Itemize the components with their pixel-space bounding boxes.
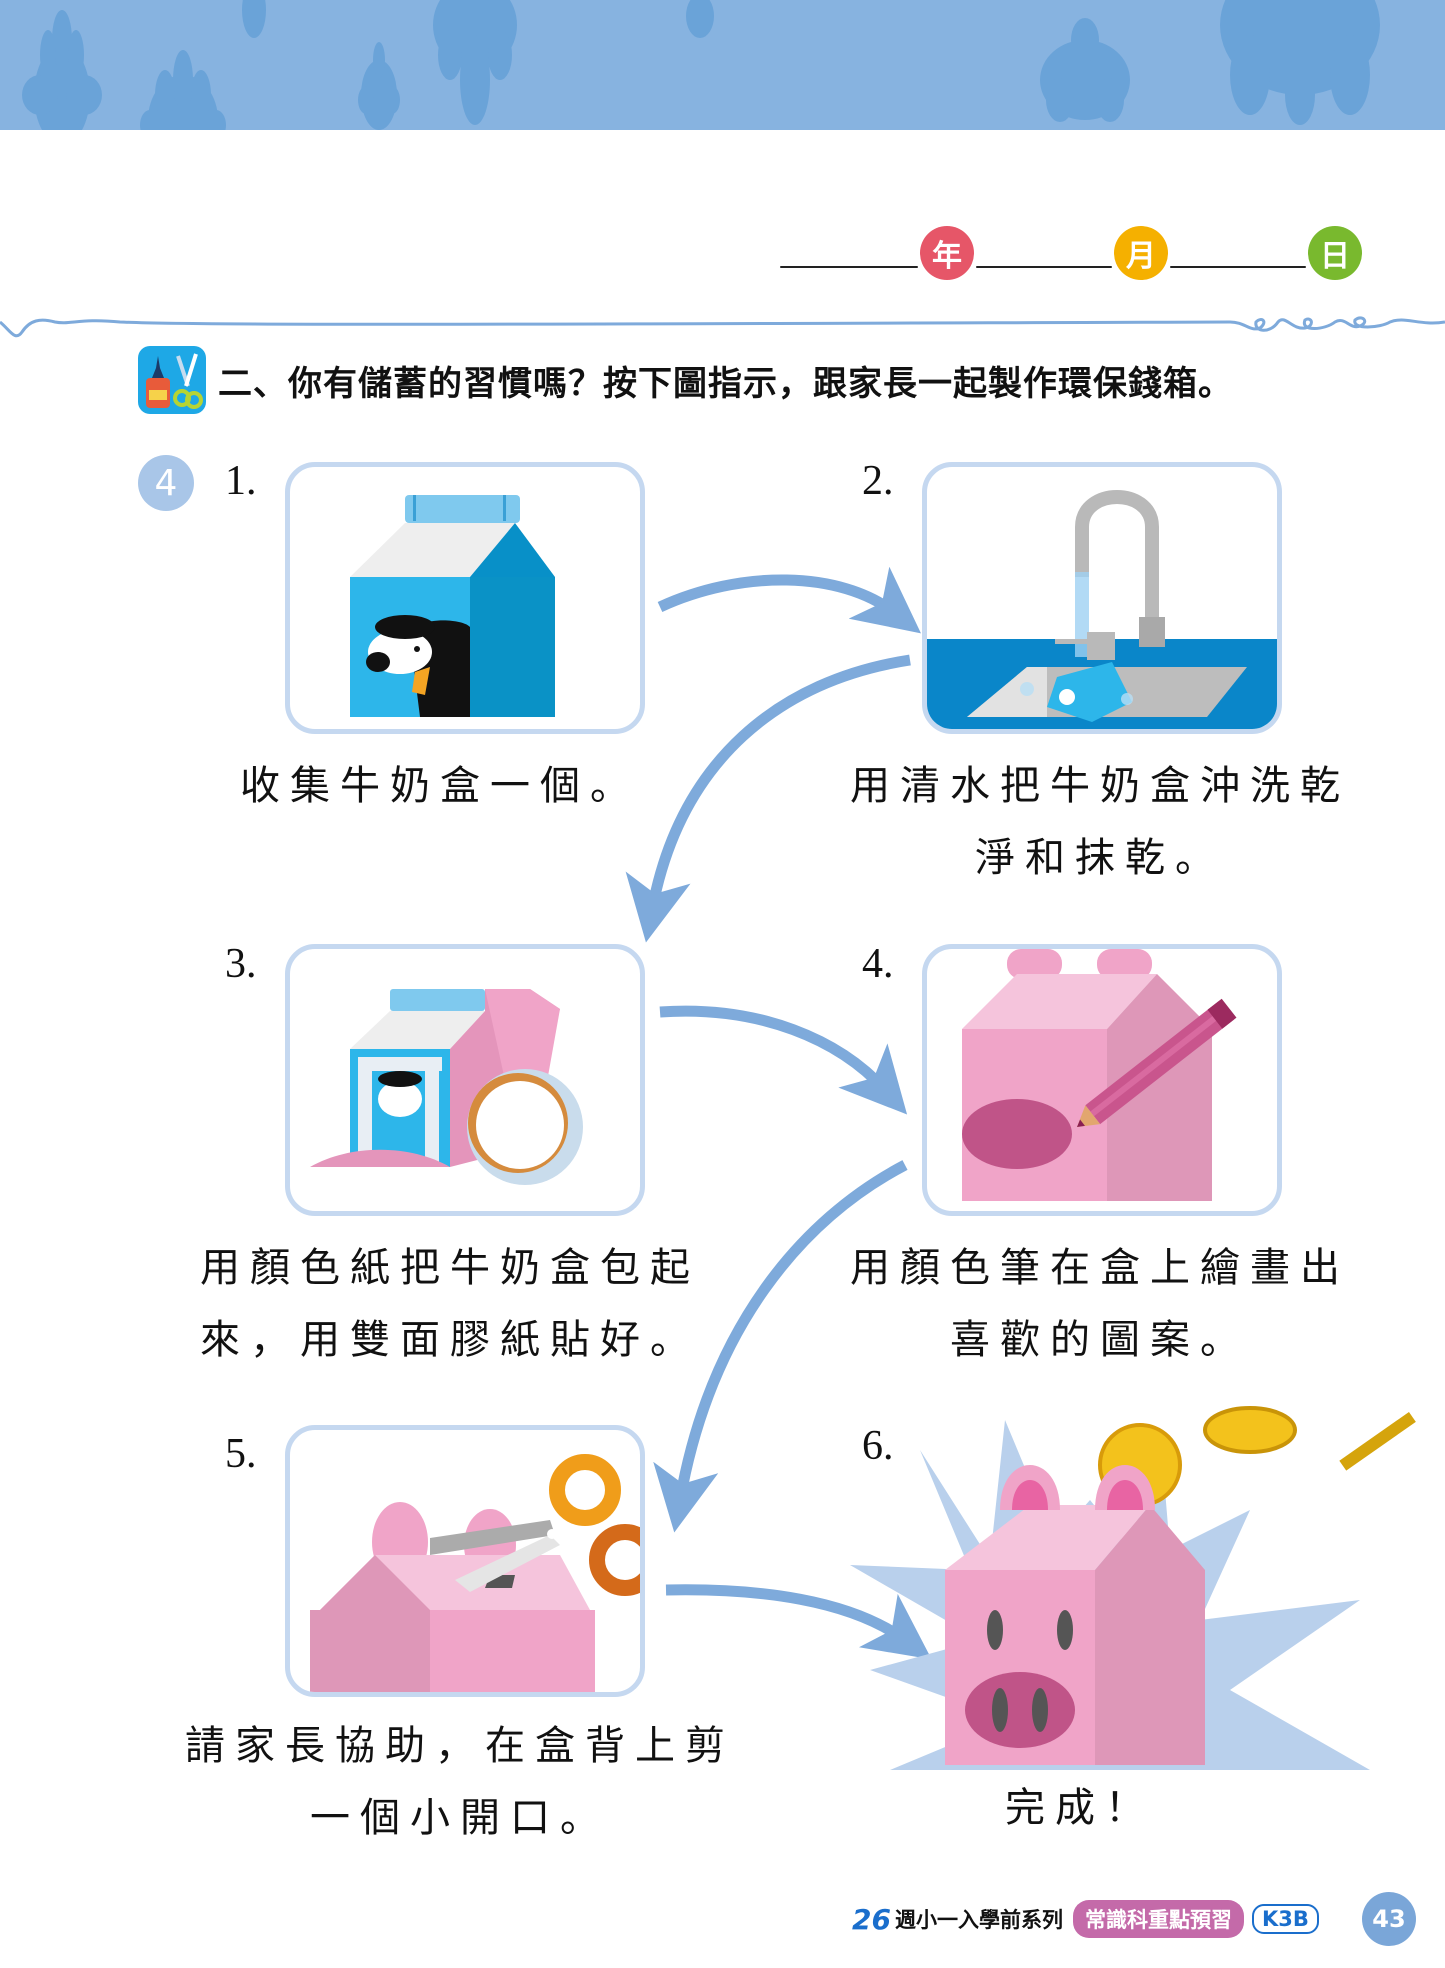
- arrow-3-to-4: [659, 1005, 908, 1115]
- step-6-caption: 完成！: [1005, 1785, 1155, 1831]
- year-badge: 年: [920, 226, 974, 280]
- level-badge: K3B: [1251, 1904, 1319, 1934]
- faucet-sink-icon: [927, 490, 1277, 729]
- step-4-number: 4.: [862, 941, 894, 987]
- flower-pattern-decoration: [22, 0, 1380, 130]
- date-fields: 年 月 日: [780, 222, 1380, 282]
- year-blank[interactable]: [780, 266, 918, 268]
- step-4-caption: 用顏色筆在盒上繪畫出 喜歡的圖案。: [850, 1245, 1350, 1363]
- glue-scissors-icon: [138, 346, 206, 414]
- wrapped-carton-tape-icon: [310, 989, 583, 1185]
- question-number-badge: 4: [138, 455, 194, 511]
- step-6-number: 6.: [862, 1423, 894, 1469]
- section-heading: 二、你有儲蓄的習慣嗎？按下圖指示，跟家長一起製作環保錢箱。: [138, 345, 1233, 415]
- step-5-number: 5.: [225, 1431, 257, 1477]
- step-2-number: 2.: [862, 458, 894, 504]
- arrow-1-to-2: [657, 566, 922, 634]
- step-3-image-panel: [285, 944, 645, 1216]
- month-badge: 月: [1114, 226, 1168, 280]
- subject-badge: 常識科重點預習: [1072, 1900, 1244, 1938]
- footer-series: 26 週小一入學前系列 常識科重點預習 K3B: [852, 1896, 1319, 1942]
- series-number: 26: [852, 1902, 891, 1936]
- milk-carton-icon: [350, 495, 555, 717]
- top-banner: [0, 0, 1445, 130]
- month-blank[interactable]: [976, 266, 1112, 268]
- wavy-divider: [0, 316, 1445, 338]
- step-5-caption: 請家長協助，在盒背上剪 一個小開口。: [185, 1723, 735, 1841]
- step-3-caption: 用顏色紙把牛奶盒包起 來，用雙面膠紙貼好。: [200, 1245, 700, 1363]
- step-2-caption: 用清水把牛奶盒沖洗乾 淨和抹乾。: [850, 763, 1350, 881]
- step-3-number: 3.: [225, 941, 257, 987]
- step-5-image-panel: [285, 1425, 645, 1697]
- step-4-image-panel: [922, 944, 1282, 1216]
- scissors-cut-slot-icon: [310, 1454, 640, 1692]
- pig-money-box-icon: [850, 1406, 1416, 1770]
- step-1-number: 1.: [225, 458, 257, 504]
- step-1-caption: 收集牛奶盒一個。: [240, 763, 640, 809]
- step-2-image-panel: [922, 462, 1282, 734]
- day-blank[interactable]: [1170, 266, 1306, 268]
- section-title: 二、你有儲蓄的習慣嗎？按下圖指示，跟家長一起製作環保錢箱。: [218, 363, 1233, 404]
- pink-box-pencil-icon: [962, 949, 1237, 1201]
- series-name: 週小一入學前系列: [894, 1908, 1063, 1932]
- step-1-image-panel: [285, 462, 645, 734]
- day-badge: 日: [1308, 226, 1362, 280]
- page-number: 43: [1362, 1892, 1416, 1946]
